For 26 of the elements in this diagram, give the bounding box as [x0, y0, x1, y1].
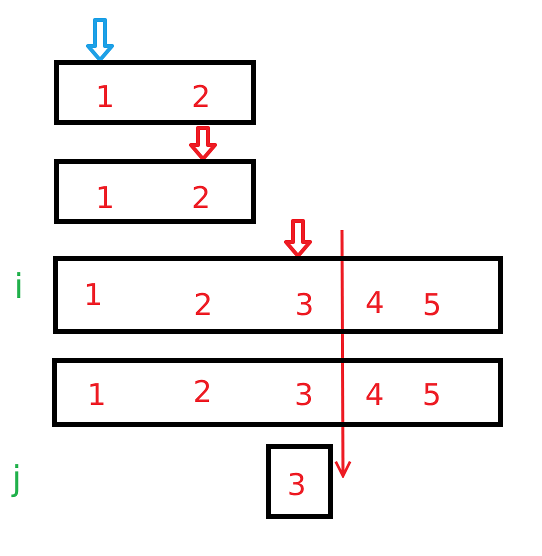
array-box — [266, 444, 333, 519]
index-label: j — [12, 462, 22, 496]
array-value: 4 — [365, 289, 384, 319]
array-box — [52, 358, 503, 427]
array-value: 3 — [294, 381, 314, 411]
array-value: 5 — [422, 381, 442, 411]
array-value: 3 — [287, 471, 306, 501]
array-value: 2 — [192, 184, 211, 214]
array-value: 1 — [96, 184, 115, 214]
array-value: 1 — [84, 281, 103, 311]
hollow-arrow — [189, 126, 217, 161]
array-box — [54, 60, 256, 125]
array-value: 5 — [422, 291, 442, 321]
array-value: 4 — [364, 381, 384, 411]
hollow-arrow — [284, 219, 312, 258]
index-label: i — [14, 270, 24, 304]
array-value: 2 — [192, 83, 211, 113]
array-box — [54, 159, 256, 224]
array-value: 3 — [294, 291, 314, 321]
array-value: 2 — [192, 378, 212, 408]
hollow-arrow — [86, 18, 114, 62]
array-value: 1 — [87, 381, 106, 411]
arrow — [334, 230, 352, 478]
array-box — [53, 256, 503, 334]
array-value: 1 — [96, 83, 115, 113]
array-value: 2 — [194, 291, 213, 321]
